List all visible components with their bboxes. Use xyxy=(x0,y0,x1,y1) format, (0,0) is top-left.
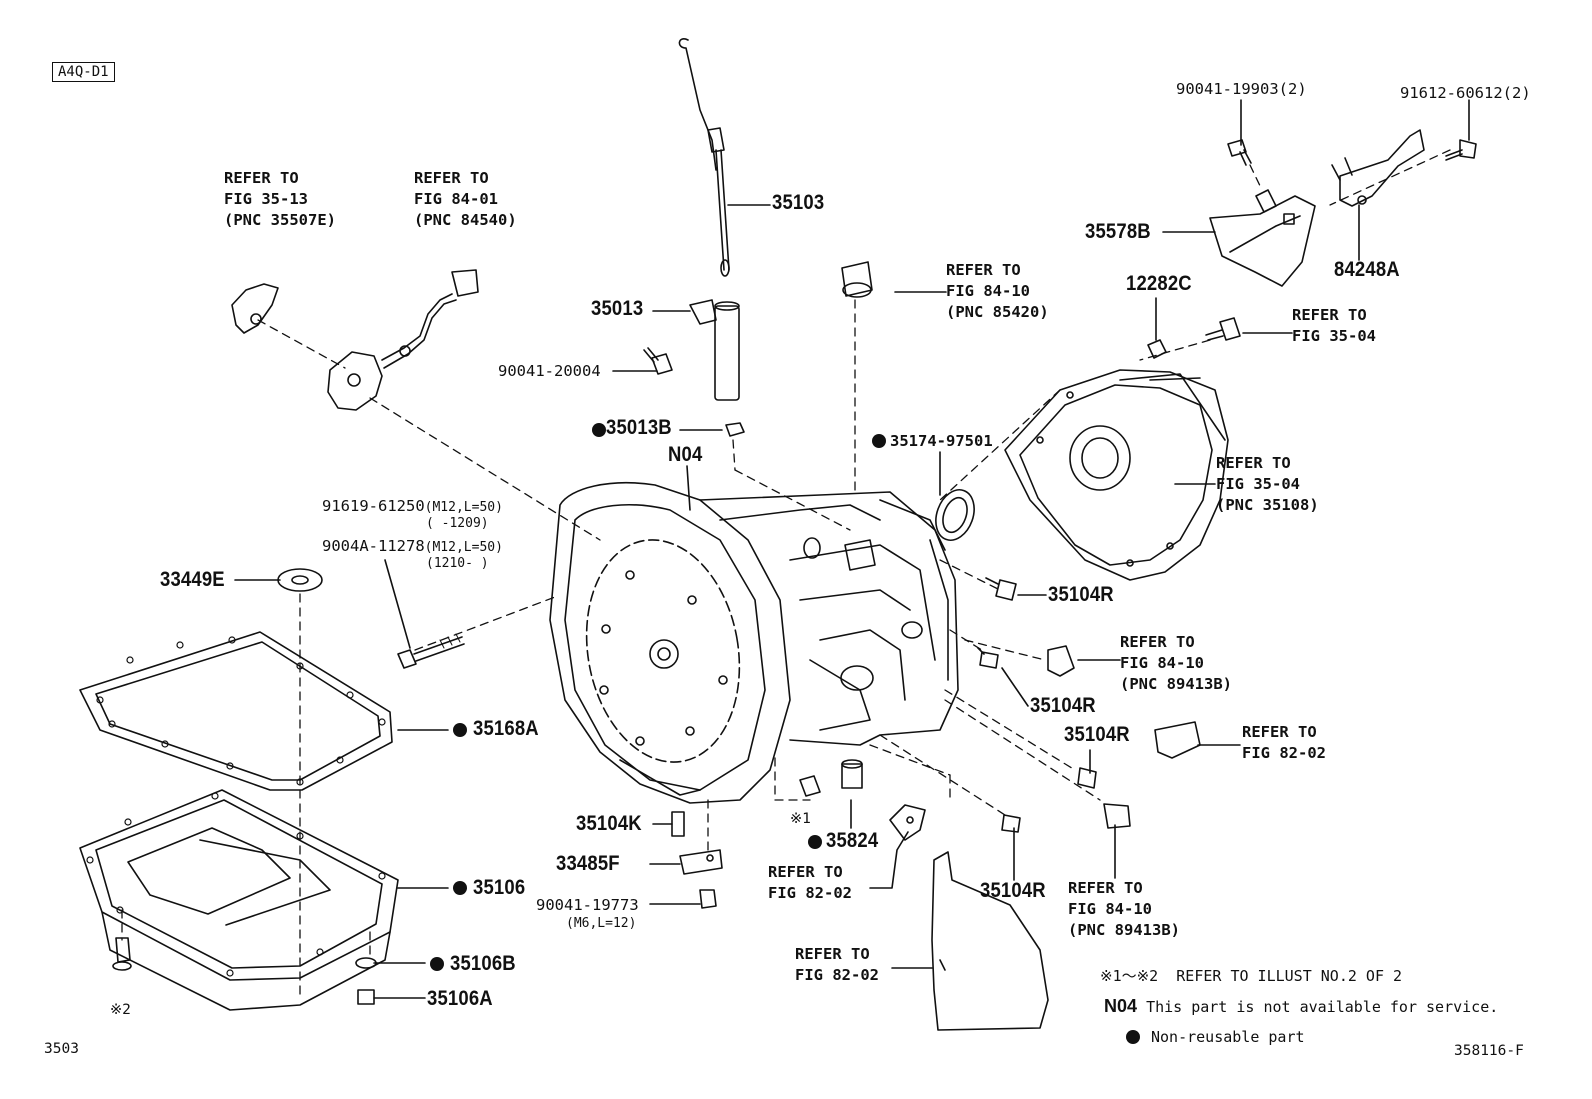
ref-line: REFER TO xyxy=(414,169,489,187)
refer-bolt-fig-35-04[interactable]: REFER TO FIG 35-04 xyxy=(1292,305,1376,347)
ref-line: REFER TO xyxy=(795,945,870,963)
oil-seal xyxy=(935,489,975,541)
oil-pan xyxy=(79,789,399,1011)
part-35104r-right[interactable]: 35104R xyxy=(1064,723,1130,746)
refer-switch-fig-35-13[interactable]: REFER TO FIG 35-13 (PNC 35507E) xyxy=(224,168,336,231)
bolts-and-fasteners xyxy=(112,139,1477,1005)
washer-33449e xyxy=(277,568,323,592)
leader-lines xyxy=(234,99,1470,999)
page-reference: 3503 xyxy=(44,1041,79,1057)
ref-line: (PNC 35507E) xyxy=(224,211,336,229)
illustration-id: 358116-F xyxy=(1454,1043,1524,1059)
refer-sensor2-fig-84-10[interactable]: REFER TO FIG 84-10 (PNC 89413B) xyxy=(1068,878,1180,941)
footnote-mark-1: ※1 xyxy=(790,811,811,827)
part-35174-97501[interactable]: 35174-97501 xyxy=(890,432,993,450)
ref-line: REFER TO xyxy=(1120,633,1195,651)
part-90041-19773-spec: (M6,L=12) xyxy=(566,916,637,931)
part-35824[interactable]: 35824 xyxy=(826,829,879,852)
part-35104r-upper[interactable]: 35104R xyxy=(1048,583,1114,606)
part-35106[interactable]: 35106 xyxy=(473,876,526,899)
ref-line: REFER TO xyxy=(1292,306,1367,324)
refer-bracket-fig-82-02[interactable]: REFER TO FIG 82-02 xyxy=(1242,722,1326,764)
part-35578b[interactable]: 35578B xyxy=(1085,220,1151,243)
ref-line: REFER TO xyxy=(768,863,843,881)
refer-clamp-fig-82-02[interactable]: REFER TO FIG 82-02 xyxy=(768,862,852,904)
extension-housing xyxy=(1004,369,1229,581)
ref-line: (PNC 85420) xyxy=(946,303,1049,321)
part-35104r-middle[interactable]: 35104R xyxy=(1030,694,1096,717)
part-spec: (M12,L=50) xyxy=(424,540,503,555)
ref-line: FIG 35-04 xyxy=(1216,475,1300,493)
ref-line: FIG 84-10 xyxy=(1068,900,1152,918)
part-84248a[interactable]: 84248A xyxy=(1334,258,1400,281)
ref-line: FIG 84-01 xyxy=(414,190,498,208)
part-12282c[interactable]: 12282C xyxy=(1126,272,1192,295)
ref-line: REFER TO xyxy=(946,261,1021,279)
ref-line: FIG 82-02 xyxy=(768,884,852,902)
part-33449e[interactable]: 33449E xyxy=(160,568,225,591)
part-35013[interactable]: 35013 xyxy=(591,297,644,320)
ref-line: REFER TO xyxy=(1216,454,1291,472)
legend-text: REFER TO ILLUST NO.2 OF 2 xyxy=(1176,967,1403,985)
part-90041-19903[interactable]: 90041-19903(2) xyxy=(1176,80,1307,98)
lower-brackets xyxy=(841,261,1201,1031)
legend-text: Non-reusable part xyxy=(1151,1028,1305,1046)
non-reusable-markers xyxy=(430,423,1140,1044)
legend-note-non-reusable: Non-reusable part xyxy=(1151,1028,1305,1046)
part-spec: (M12,L=50) xyxy=(424,500,503,515)
assembly-dashed-lines xyxy=(121,149,1451,1001)
ref-line: (PNC 35108) xyxy=(1216,496,1319,514)
legend-text: This part is not available for service. xyxy=(1146,998,1499,1016)
part-90041-19773[interactable]: 90041-19773 xyxy=(536,896,639,914)
ref-line: REFER TO xyxy=(1068,879,1143,897)
refer-bracket2-fig-82-02[interactable]: REFER TO FIG 82-02 xyxy=(795,944,879,986)
part-90041-20004[interactable]: 90041-20004 xyxy=(498,362,601,380)
part-35104r-lower[interactable]: 35104R xyxy=(980,879,1046,902)
ref-line: REFER TO xyxy=(1242,723,1317,741)
ref-line: FIG 82-02 xyxy=(1242,744,1326,762)
part-35168a[interactable]: 35168A xyxy=(473,717,539,740)
ref-line: (PNC 84540) xyxy=(414,211,517,229)
part-number: 91619-61250 xyxy=(322,497,425,515)
part-number: 9004A-11278 xyxy=(322,537,425,555)
part-33485f[interactable]: 33485F xyxy=(556,852,620,875)
part-91612-60612[interactable]: 91612-60612(2) xyxy=(1400,84,1531,102)
legend-note-illust: ※1～※2 REFER TO ILLUST NO.2 OF 2 xyxy=(1100,965,1402,986)
ref-line: FIG 35-13 xyxy=(224,190,308,208)
part-35103[interactable]: 35103 xyxy=(772,191,825,214)
ref-line: FIG 35-04 xyxy=(1292,327,1376,345)
ref-line: FIG 84-10 xyxy=(1120,654,1204,672)
part-35106a[interactable]: 35106A xyxy=(427,987,493,1010)
ref-line: (PNC 89413B) xyxy=(1120,675,1232,693)
legend-mark: N04 xyxy=(1104,996,1138,1016)
legend-note-n04: N04 This part is not available for servi… xyxy=(1104,996,1498,1017)
shift-bracket xyxy=(1209,129,1425,287)
footnote-mark-2: ※2 xyxy=(110,1002,131,1018)
part-35104k[interactable]: 35104K xyxy=(576,812,642,835)
ref-line: FIG 84-10 xyxy=(946,282,1030,300)
refer-speed-sensor-fig-84-10[interactable]: REFER TO FIG 84-10 (PNC 89413B) xyxy=(1120,632,1232,695)
part-9004a-11278[interactable]: 9004A-11278(M12,L=50) xyxy=(322,537,503,556)
ref-line: REFER TO xyxy=(224,169,299,187)
ref-line: FIG 82-02 xyxy=(795,966,879,984)
part-91619-range: ( -1209) xyxy=(426,516,489,531)
pan-gasket xyxy=(79,631,393,791)
part-35106b[interactable]: 35106B xyxy=(450,952,516,975)
part-9004a-range: (1210- ) xyxy=(426,556,489,571)
diagram-code: A4Q-D1 xyxy=(52,62,115,82)
transmission-body xyxy=(549,482,959,804)
part-91619-61250[interactable]: 91619-61250(M12,L=50) xyxy=(322,497,503,516)
ref-line: (PNC 89413B) xyxy=(1068,921,1180,939)
neutral-start-switch xyxy=(231,269,479,411)
refer-sensor-fig-84-10[interactable]: REFER TO FIG 84-10 (PNC 85420) xyxy=(946,260,1049,323)
refer-extension-fig-35-04[interactable]: REFER TO FIG 35-04 (PNC 35108) xyxy=(1216,453,1319,516)
part-35013b[interactable]: 35013B xyxy=(606,416,672,439)
refer-harness-fig-84-01[interactable]: REFER TO FIG 84-01 (PNC 84540) xyxy=(414,168,517,231)
legend-mark: ※1～※2 xyxy=(1100,967,1159,985)
dipstick xyxy=(678,38,740,401)
part-n04[interactable]: N04 xyxy=(668,443,703,466)
long-bolt xyxy=(397,633,465,669)
